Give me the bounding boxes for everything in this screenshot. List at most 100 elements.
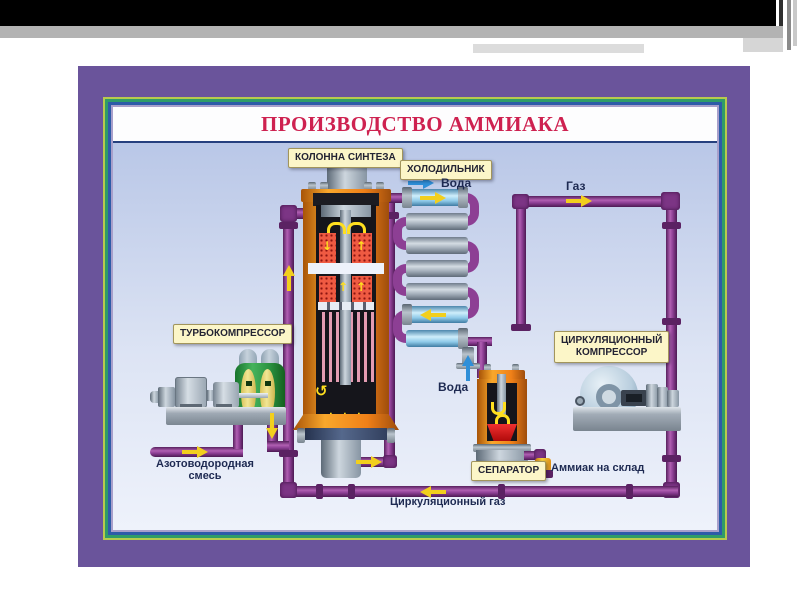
column-center-tube-lower bbox=[340, 312, 351, 384]
flange bbox=[626, 484, 633, 499]
cooler-ubend-right bbox=[459, 287, 479, 319]
poster-title-band bbox=[113, 107, 717, 141]
column-neck-band bbox=[313, 193, 379, 206]
pipe-joint-column-top bbox=[280, 205, 297, 222]
pipe-column-riser bbox=[283, 212, 294, 492]
pipe-separator-riser bbox=[516, 200, 526, 330]
bolt-stud bbox=[387, 428, 395, 443]
label-cooler: ХОЛОДИЛЬНИК bbox=[400, 160, 492, 180]
pipe-right-loop bbox=[666, 196, 677, 492]
water-out-arrow-icon bbox=[408, 177, 434, 189]
flow-hook-icon bbox=[491, 402, 506, 415]
turbo-rotor bbox=[260, 369, 275, 416]
block-inset bbox=[626, 394, 642, 402]
pipe-compressor-discharge bbox=[267, 417, 278, 445]
pipe-joint-top-right bbox=[661, 192, 680, 210]
label-circulating-compressor: ЦИРКУЛЯЦИОННЫЙ КОМПРЕССОР bbox=[554, 331, 670, 363]
tube-flow-arrow-icon bbox=[420, 192, 446, 204]
flange bbox=[498, 484, 505, 499]
bolt-stud bbox=[484, 364, 491, 372]
title-divider bbox=[113, 141, 717, 143]
bolt-stud bbox=[364, 182, 372, 190]
down-arrow-icon: ↓ bbox=[322, 239, 333, 253]
tube-cap bbox=[402, 187, 412, 208]
tube-cap bbox=[458, 187, 468, 208]
pipe-joint-bottom-left bbox=[280, 482, 297, 498]
top-gray-bar bbox=[0, 26, 783, 38]
column-collar bbox=[305, 428, 387, 440]
cooler-ubend-right bbox=[459, 241, 479, 273]
motor-nose bbox=[150, 391, 159, 403]
coupling bbox=[207, 390, 214, 401]
top-black-bar bbox=[0, 0, 776, 26]
separator-liquid-ammonia bbox=[487, 424, 517, 441]
flow-hook-icon bbox=[495, 414, 510, 427]
column-outlet-cylinder bbox=[321, 440, 361, 478]
pipe-cooler-top-stub bbox=[384, 193, 408, 203]
catalyst-bed bbox=[352, 276, 372, 302]
label-synthesis-column: КОЛОННА СИНТЕЗА bbox=[288, 148, 403, 168]
catalyst-bed bbox=[319, 276, 336, 302]
turbo-platform bbox=[166, 407, 286, 425]
label-turbocompressor: ТУРБОКОМПРЕССОР bbox=[173, 324, 293, 344]
rotor-port bbox=[246, 381, 252, 386]
stream-feed: Азотоводородная смесь bbox=[148, 458, 262, 482]
label-text: СЕПАРАТОР bbox=[478, 465, 540, 476]
flow-arc-icon bbox=[327, 222, 346, 234]
bolt-stud bbox=[320, 182, 328, 190]
column-center-tube bbox=[340, 210, 351, 385]
stream-water-out: Вода bbox=[441, 176, 472, 190]
label-text: ХОЛОДИЛЬНИК bbox=[407, 164, 485, 175]
pipe-joint-riser-top bbox=[512, 194, 529, 209]
separator-inlet-tube bbox=[497, 374, 506, 416]
up-arrow-icon: ↑ bbox=[356, 280, 367, 294]
catalyst-bed bbox=[319, 233, 336, 263]
poster-title: ПРОИЗВОДСТВО АММИАКА bbox=[261, 112, 569, 136]
pipe-separator-inlet bbox=[477, 342, 487, 378]
flange bbox=[662, 222, 681, 229]
cooler-tube bbox=[406, 213, 468, 230]
cooler-tube bbox=[406, 237, 468, 254]
stream-water-in: Вода bbox=[438, 380, 469, 394]
tube-flow-arrow-icon bbox=[420, 309, 446, 321]
discharge-down-arrow-icon bbox=[266, 413, 278, 439]
stream-gas: Газ bbox=[566, 179, 586, 193]
separator-base-flange bbox=[473, 444, 531, 452]
circcomp-stage bbox=[646, 384, 658, 412]
gas-flow-arrow-icon bbox=[566, 195, 592, 207]
feed-flow-arrow-icon bbox=[182, 446, 208, 458]
flange bbox=[380, 212, 399, 219]
stream-circulation-gas: Циркуляционный газ bbox=[390, 496, 506, 508]
cooler-tube bbox=[406, 283, 468, 300]
top-lightgray-bar-right bbox=[743, 38, 783, 52]
bolt-stud bbox=[512, 364, 519, 372]
up-arrow-icon: ↑ bbox=[338, 280, 349, 294]
tube-cap bbox=[402, 304, 412, 325]
catalyst-bed bbox=[352, 233, 372, 263]
column-break-band bbox=[308, 263, 384, 274]
pipe-top-gas bbox=[515, 196, 678, 207]
machine-foot bbox=[216, 404, 232, 408]
circcomp-base bbox=[573, 407, 681, 431]
stream-ammonia-out: Аммиак на склад bbox=[551, 462, 645, 474]
flange bbox=[279, 450, 298, 457]
cooler-ubend-left bbox=[393, 264, 413, 296]
corner-stripe-dark-icon bbox=[779, 0, 783, 46]
circcomp-stage bbox=[667, 390, 679, 407]
flange-riser-bottom bbox=[511, 324, 531, 331]
column-top-cap bbox=[327, 164, 367, 192]
label-text: ТУРБОКОМПРЕССОР bbox=[180, 328, 286, 339]
flange bbox=[279, 222, 298, 229]
circcomp-small-hub bbox=[575, 396, 585, 406]
flow-arc-icon bbox=[347, 222, 366, 234]
flange bbox=[348, 484, 355, 499]
column-flare bbox=[293, 414, 399, 430]
rotor-port bbox=[265, 381, 271, 386]
turbo-rotor bbox=[241, 369, 256, 416]
pipe-discharge-elbow bbox=[267, 441, 289, 452]
cooler-tube-cold bbox=[406, 330, 468, 347]
pipe-ammonia-outlet bbox=[524, 451, 540, 460]
pipe-cooler-downcomer bbox=[384, 196, 395, 464]
bolt-stud bbox=[308, 182, 316, 190]
